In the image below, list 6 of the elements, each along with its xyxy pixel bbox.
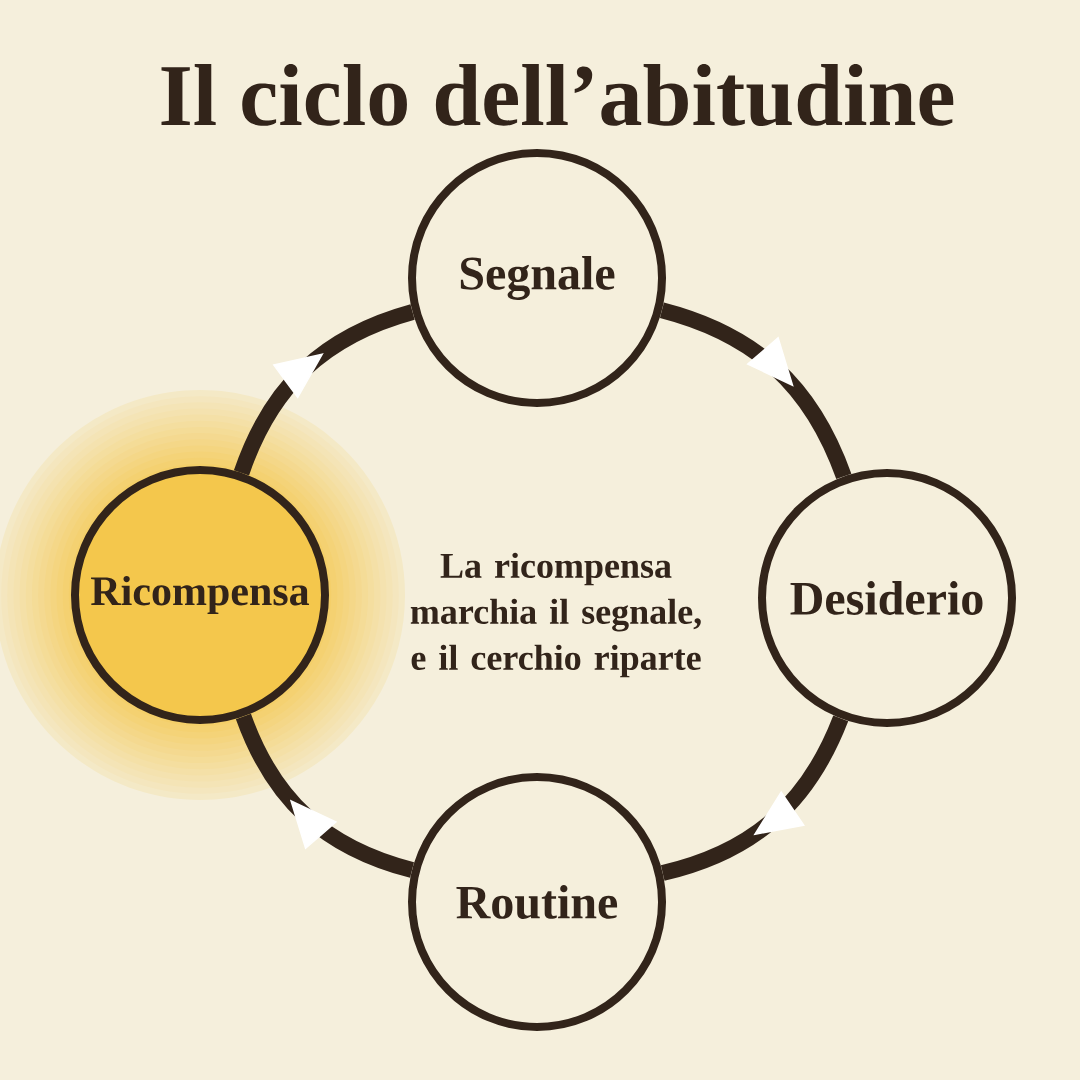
arrow <box>659 302 852 480</box>
center-note: La ricompensa marchia il segnale, e il cerchio riparte <box>410 552 701 678</box>
arrow <box>235 713 415 878</box>
title: Il ciclo dell’abitudine <box>161 63 954 127</box>
arrow <box>660 715 849 881</box>
arrow <box>234 304 415 476</box>
